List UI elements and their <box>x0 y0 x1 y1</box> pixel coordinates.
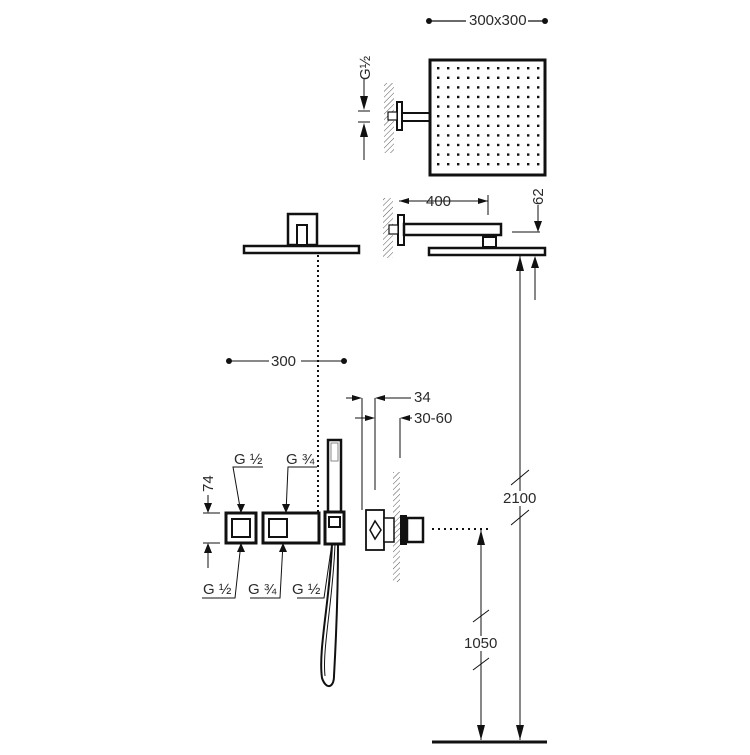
bottom-connection-3: G ½ <box>292 581 321 598</box>
bottom-connection-1: G ½ <box>203 581 232 598</box>
height-dimensions <box>432 256 547 744</box>
valve-height-label: 1050 <box>464 635 498 652</box>
head-height-label: 2100 <box>503 490 537 507</box>
head-size-label: 300x300 <box>469 12 527 29</box>
arm-length-label: 400 <box>426 193 452 210</box>
top-connection-1: G ½ <box>234 451 263 468</box>
top-view-rain-head <box>358 18 548 177</box>
head-thickness-label: 62 <box>530 188 547 205</box>
mixer-height-label: 74 <box>200 475 217 492</box>
hand-shower <box>320 438 346 687</box>
top-inlet-label: G½ <box>357 55 374 80</box>
top-connection-2: G ¾ <box>286 451 315 468</box>
recess-label: 30-60 <box>414 410 453 427</box>
mixer-depth-label: 34 <box>414 389 431 406</box>
front-view-rain-head <box>226 212 361 520</box>
bottom-connection-2: G ¾ <box>248 581 277 598</box>
front-head-width-label: 300 <box>271 353 297 370</box>
mixer-panels <box>202 466 333 599</box>
side-view-shower-arm <box>383 195 547 300</box>
valve-section <box>346 395 488 582</box>
